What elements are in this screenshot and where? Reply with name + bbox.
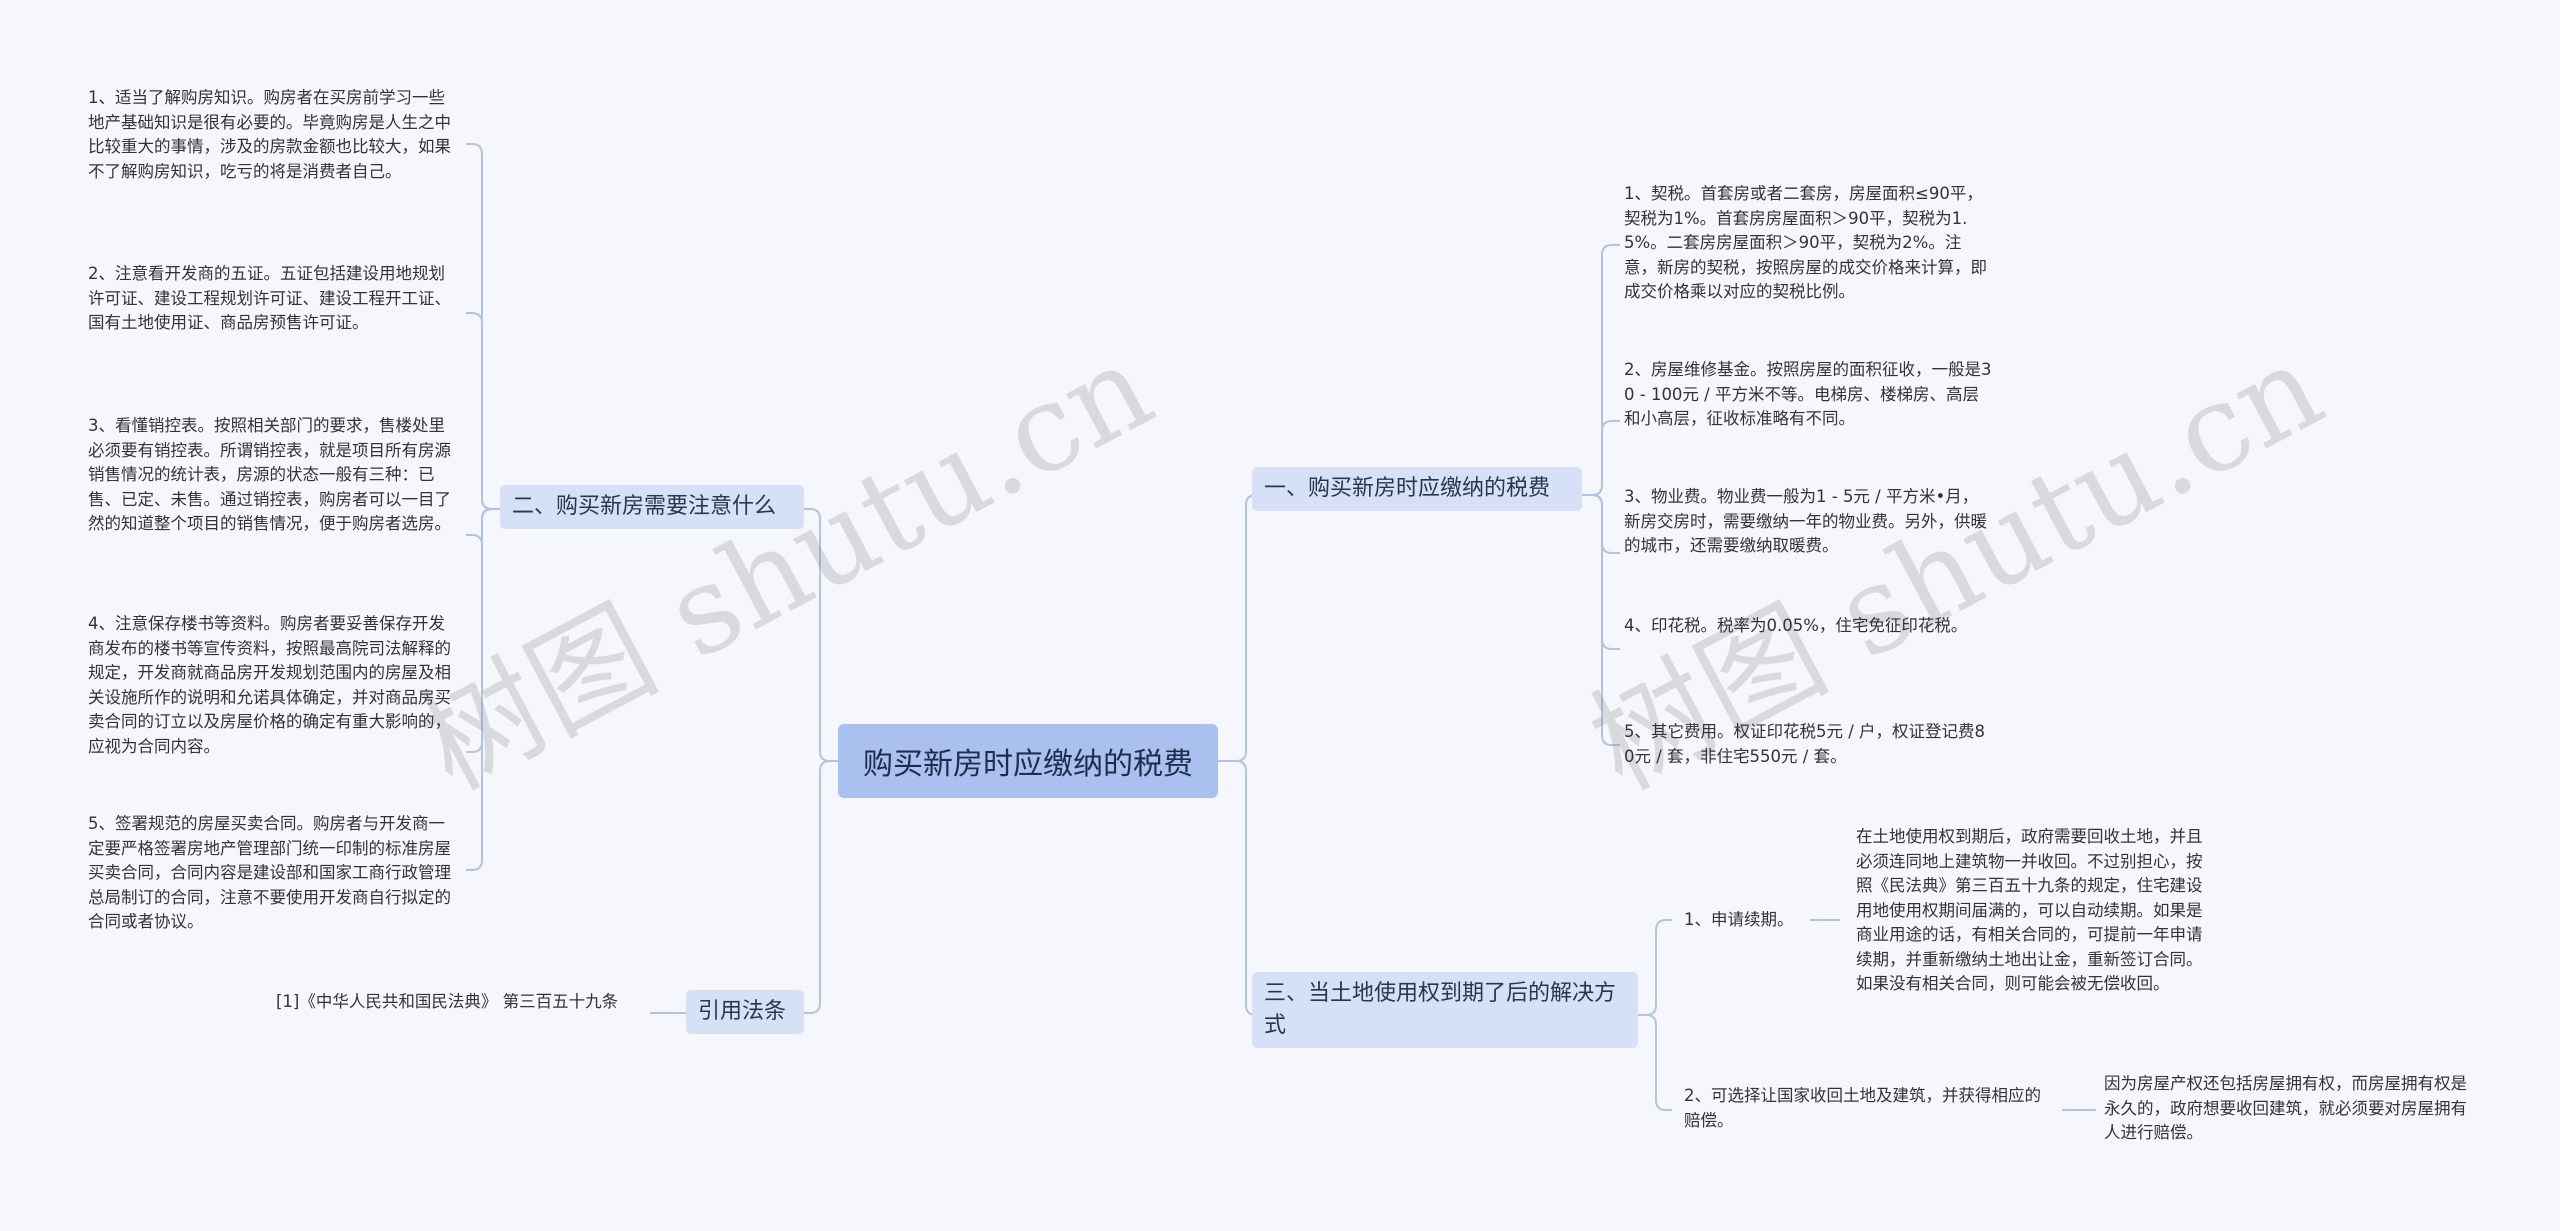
link-taxes-item-2 [1582,420,1620,496]
notes-item-5: 5、签署规范的房屋买卖合同。购房者与开发商一定要严格签署房地产管理部门统一印制的… [88,814,451,931]
taxes-item-3: 3、物业费。物业费一般为1 - 5元 / 平方米•月，新房交房时，需要缴纳一年的… [1624,487,1987,555]
expiry-item-1-detail: 在土地使用权到期后，政府需要回收土地，并且必须连同地上建筑物一并收回。不过别担心… [1856,827,2203,993]
branch-expiry[interactable]: 三、当土地使用权到期了后的解决方式 [1252,972,1638,1048]
expiry-item-1: 1、申请续期。 [1684,910,1794,929]
link-root-taxes [1218,494,1257,762]
link-notes-item-5 [466,508,500,871]
link-root-expiry [1218,760,1257,1016]
taxes-item-5: 5、其它费用。权证印花税5元 / 户，权证登记费80元 / 套，非住宅550元 … [1624,722,1986,766]
taxes-item-1: 1、契税。首套房或者二套房，房屋面积≤90平，契税为1%。首套房房屋面积＞90平… [1624,184,1987,301]
expiry-item-2: 2、可选择让国家收回土地及建筑，并获得相应的赔偿。 [1684,1086,2041,1130]
notes-item-4: 4、注意保存楼书等资料。购房者要妥善保存开发商发布的楼书等宣传资料，按照最高院司… [88,614,451,756]
notes-item-3: 3、看懂销控表。按照相关部门的要求，售楼处里必须要有销控表。所谓销控表，就是项目… [88,416,451,533]
link-expiry-item-2 [1638,1014,1672,1111]
link-taxes-item-5 [1582,494,1620,746]
link-notes-item-2 [466,312,500,510]
law-item-1: [1]《中华人民共和国民法典》 第三百五十九条 [276,992,619,1011]
link-expiry-item-1 [1638,919,1672,1016]
notes-item-2: 2、注意看开发商的五证。五证包括建设用地规划许可证、建设工程规划许可证、建设工程… [88,264,451,332]
taxes-item-2: 2、房屋维修基金。按照房屋的面积征收，一般是30 - 100元 / 平方米不等。… [1624,360,1992,428]
root-node[interactable]: 购买新房时应缴纳的税费 [838,724,1218,798]
branch-notes[interactable]: 二、购买新房需要注意什么 [500,485,804,529]
notes-item-1: 1、适当了解购房知识。购房者在买房前学习一些地产基础知识是很有必要的。毕竟购房是… [88,88,451,181]
taxes-item-4: 4、印花税。税率为0.05%，住宅免征印花税。 [1624,616,1968,635]
branch-law[interactable]: 引用法条 [686,990,804,1034]
expiry-item-2-detail: 因为房屋产权还包括房屋拥有权，而房屋拥有权是永久的，政府想要收回建筑，就必须要对… [2104,1074,2467,1142]
branch-taxes[interactable]: 一、购买新房时应缴纳的税费 [1252,467,1582,511]
link-root-notes [804,508,838,762]
link-root-law [804,760,838,1014]
